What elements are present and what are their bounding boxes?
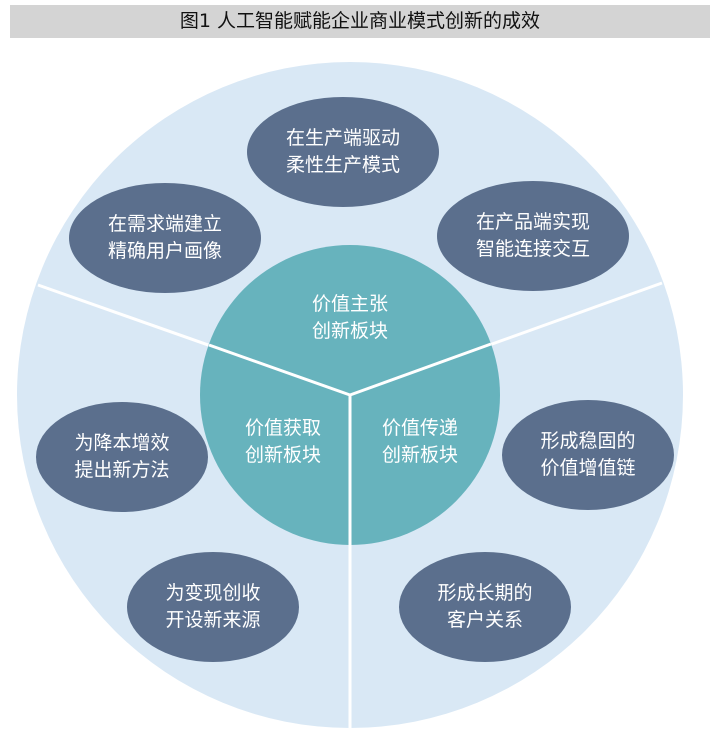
- inner-label-proposition: 价值主张创新板块: [311, 293, 389, 342]
- ellipse-6: [127, 552, 299, 662]
- ellipse-5: [502, 400, 674, 510]
- outer-label: 为降本增效提出新方法: [74, 432, 170, 481]
- outer-label: 在产品端实现智能连接交互: [475, 211, 591, 260]
- inner-label-capture: 价值获取创新板块: [244, 417, 322, 466]
- outer-label: 在需求端建立精确用户画像: [107, 213, 223, 262]
- outer-label: 在生产端驱动柔性生产模式: [285, 127, 401, 176]
- ellipse-4: [36, 402, 208, 512]
- inner-label-delivery: 价值传递创新板块: [381, 417, 459, 466]
- outer-label: 形成长期的客户关系: [437, 582, 533, 631]
- ellipse-3: [437, 181, 629, 291]
- figure-title: 图1 人工智能赋能企业商业模式创新的成效: [10, 5, 710, 38]
- ellipse-7: [399, 552, 571, 662]
- outer-label: 形成稳固的价值增值链: [540, 430, 636, 479]
- ellipse-1: [247, 97, 439, 207]
- ellipse-2: [69, 183, 261, 293]
- outer-label: 为变现创收开设新来源: [165, 582, 261, 631]
